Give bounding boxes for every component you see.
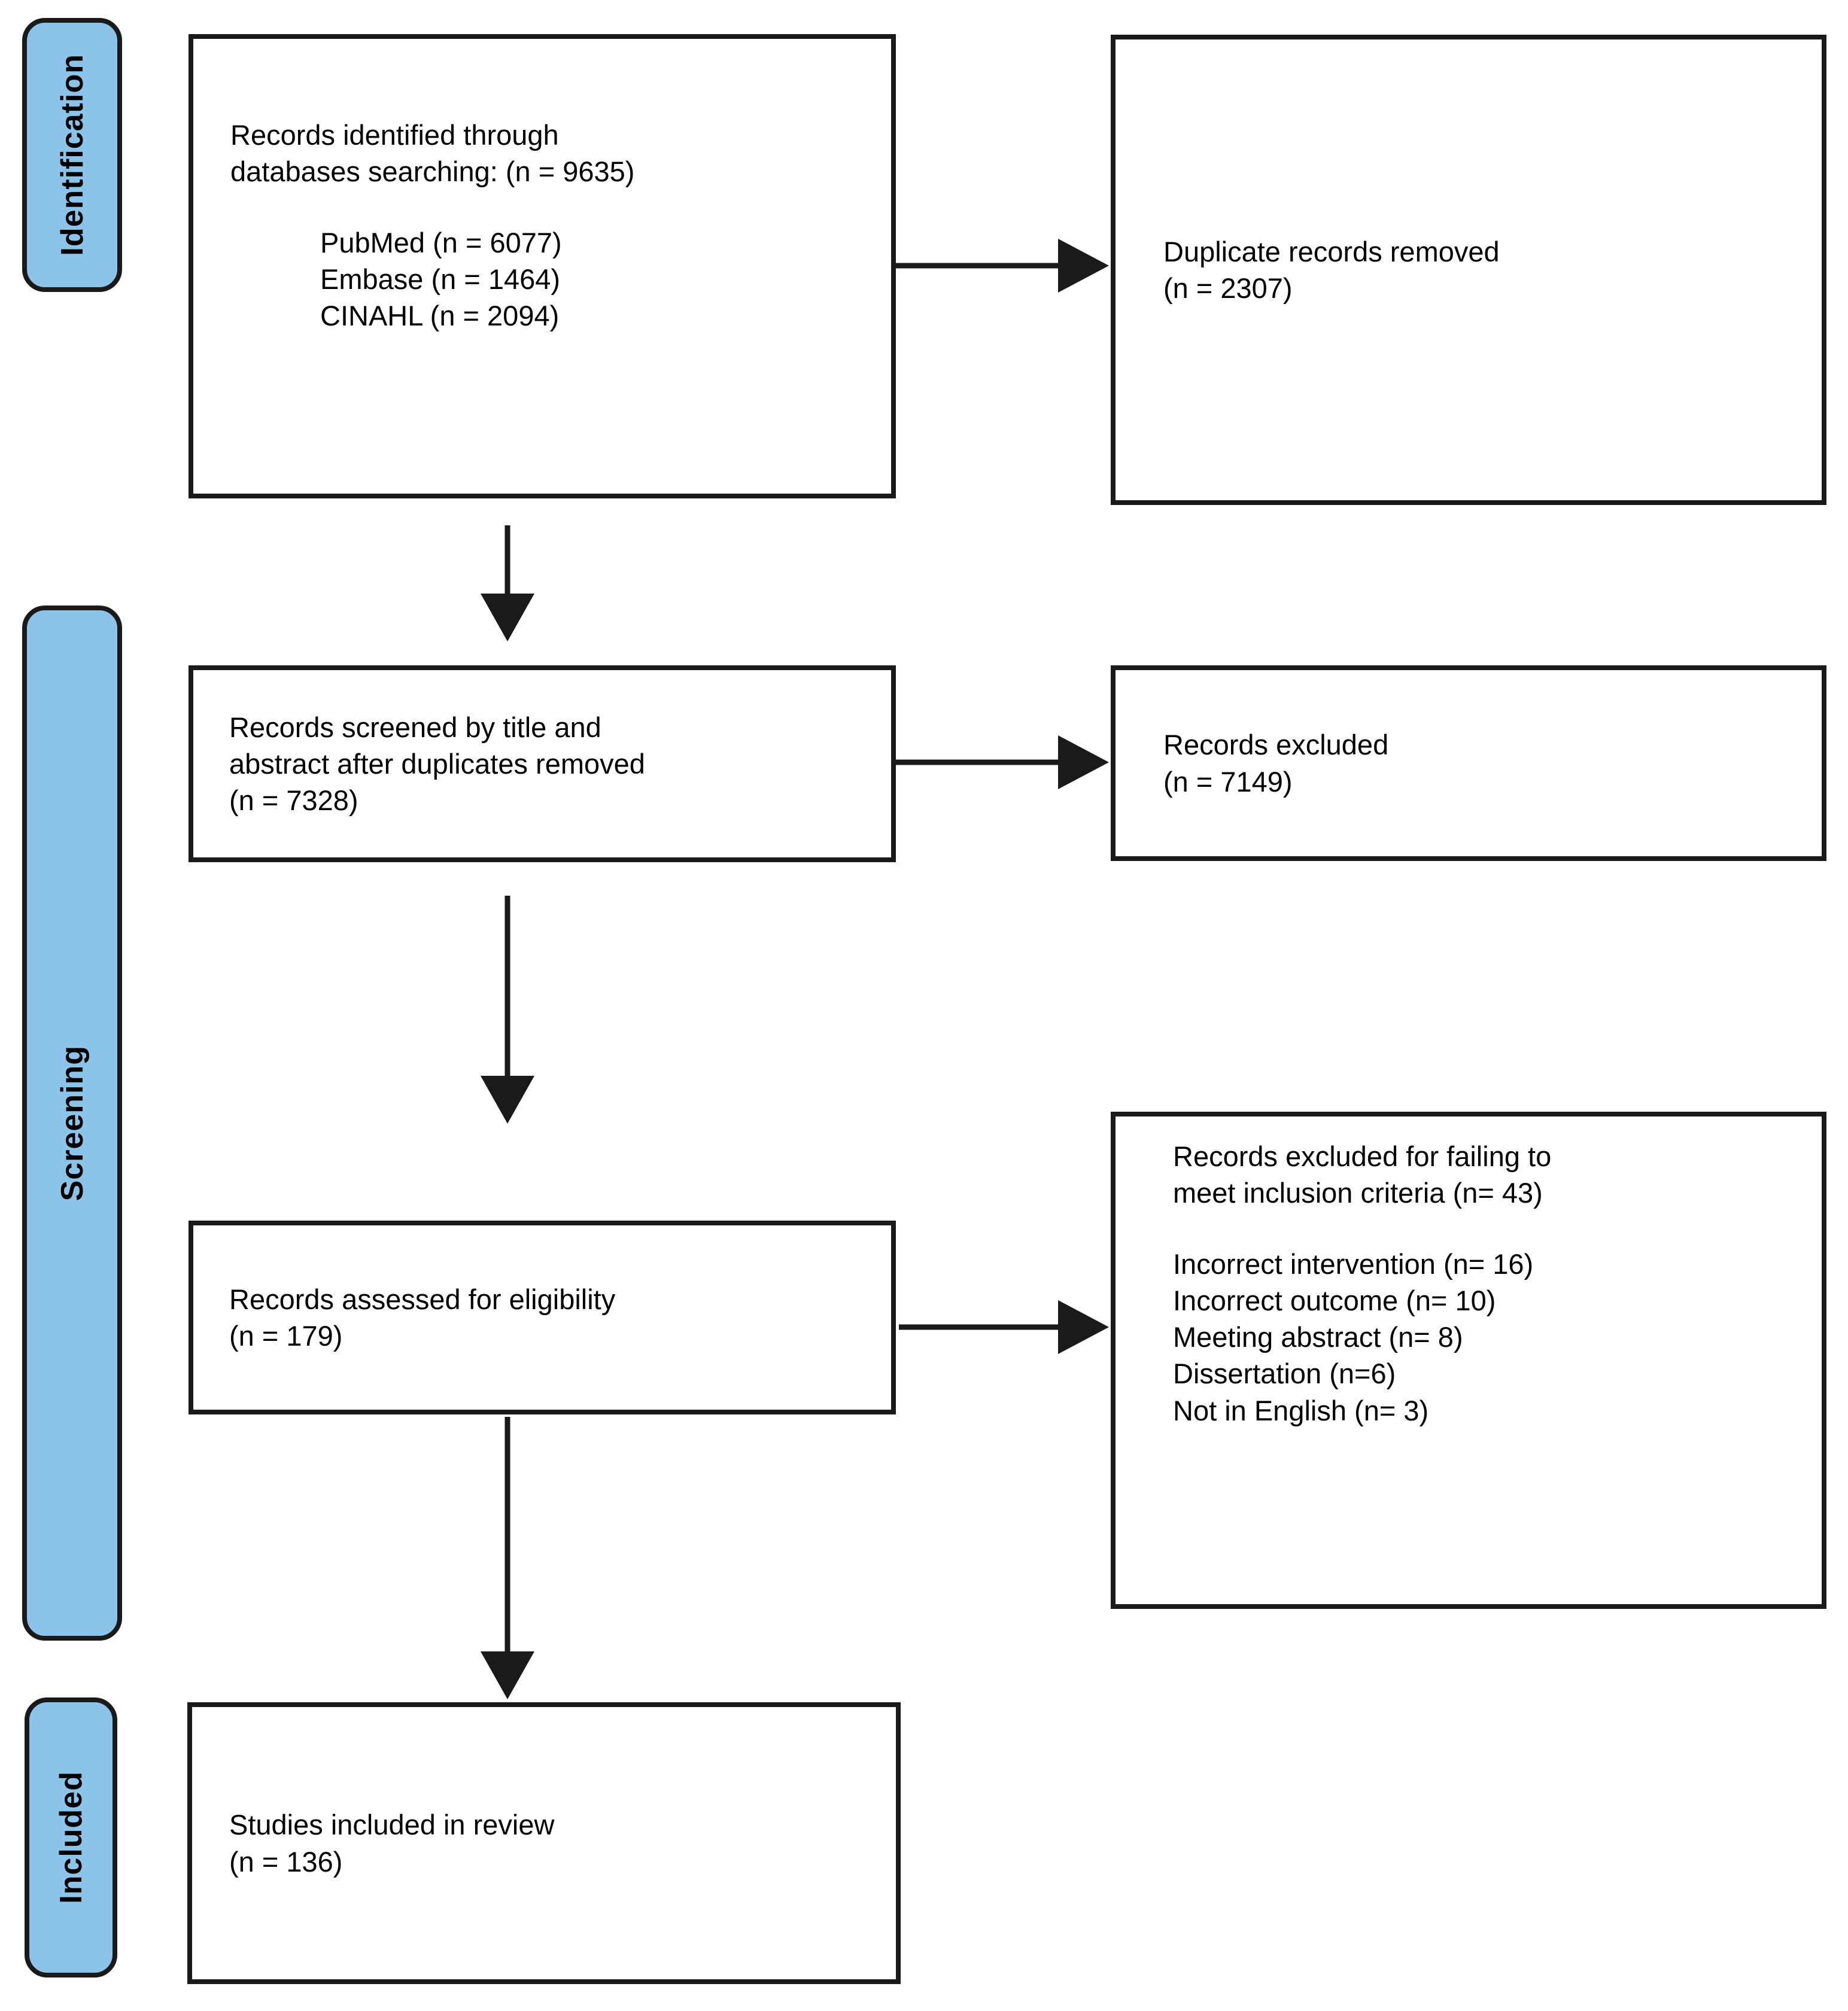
- box-excluded-inclusion-criteria: Records excluded for failing to meet inc…: [1111, 1112, 1826, 1609]
- arrow-screened-to-assessed: [481, 896, 534, 1124]
- arrow-assessed-to-excluded-criteria: [899, 1300, 1109, 1354]
- records-screened-text: Records screened by title and abstract a…: [229, 711, 645, 817]
- stage-label-included-text: Included: [53, 1771, 89, 1904]
- box-records-screened: Records screened by title and abstract a…: [189, 665, 896, 862]
- box-records-identified: Records identified through databases sea…: [189, 34, 896, 498]
- records-identified-text: Records identified through databases sea…: [230, 119, 635, 188]
- stage-label-identification-text: Identification: [54, 54, 90, 256]
- arrow-identified-to-screened: [481, 525, 534, 641]
- duplicates-removed-text: Duplicate records removed (n = 2307): [1163, 235, 1500, 304]
- box-records-assessed: Records assessed for eligibility (n = 17…: [189, 1221, 896, 1414]
- arrow-screened-to-excluded: [896, 735, 1109, 789]
- stage-label-screening: Screening: [22, 606, 122, 1641]
- arrow-assessed-to-included: [481, 1417, 534, 1699]
- stage-label-identification: Identification: [22, 18, 122, 292]
- stage-label-screening-text: Screening: [54, 1045, 90, 1201]
- arrow-identified-to-duplicates: [896, 239, 1109, 293]
- excluded-criteria-reasons: Incorrect intervention (n= 16) Incorrect…: [1173, 1248, 1534, 1426]
- excluded-criteria-header: Records excluded for failing to meet inc…: [1173, 1140, 1552, 1209]
- box-studies-included: Studies included in review (n = 136): [187, 1702, 901, 1984]
- records-identified-sources: PubMed (n = 6077) Embase (n = 1464) CINA…: [320, 227, 562, 332]
- records-assessed-text: Records assessed for eligibility (n = 17…: [229, 1283, 616, 1352]
- records-excluded-text: Records excluded (n = 7149): [1163, 729, 1389, 798]
- box-records-excluded: Records excluded (n = 7149): [1111, 665, 1826, 861]
- stage-label-included: Included: [25, 1697, 117, 1977]
- studies-included-text: Studies included in review (n = 136): [229, 1809, 555, 1878]
- box-duplicates-removed: Duplicate records removed (n = 2307): [1111, 35, 1826, 505]
